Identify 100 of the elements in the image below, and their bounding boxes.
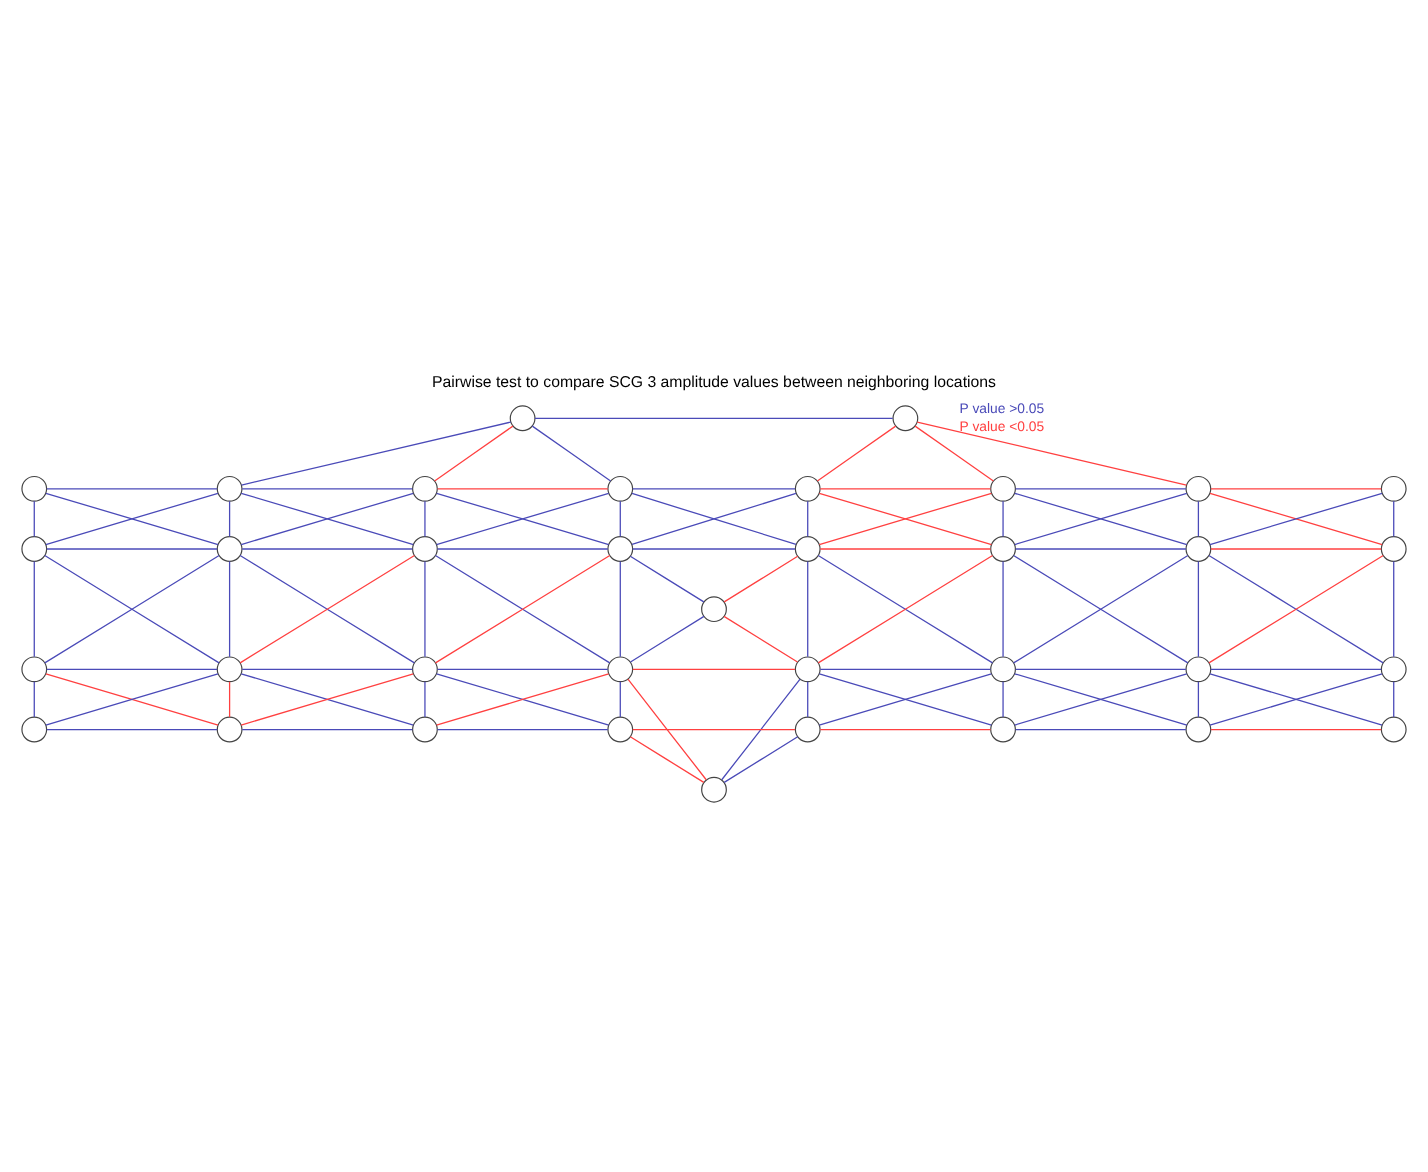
connector — [819, 548, 992, 550]
connector — [424, 681, 426, 718]
connector — [228, 560, 231, 658]
node-circle — [794, 475, 821, 502]
node-circle — [701, 776, 727, 803]
connector — [241, 548, 414, 550]
connector — [1002, 560, 1004, 658]
connector — [631, 492, 797, 545]
node-circle — [21, 475, 48, 502]
connector — [46, 668, 218, 670]
connector — [619, 681, 621, 718]
node-circle — [21, 716, 48, 743]
connector — [435, 673, 610, 726]
connector — [818, 492, 993, 546]
node-circle — [990, 475, 1016, 502]
connector — [1393, 560, 1395, 658]
node-circle — [216, 716, 243, 743]
connector — [816, 425, 897, 482]
node-circle — [216, 536, 243, 562]
connector — [241, 488, 414, 490]
connector — [1015, 728, 1187, 731]
node-circle — [216, 656, 243, 683]
connector — [228, 681, 231, 718]
connector — [1014, 673, 1188, 726]
node-circle — [607, 656, 634, 683]
connector — [434, 425, 514, 482]
connector — [723, 615, 799, 663]
connector — [819, 668, 992, 670]
connector — [819, 488, 992, 490]
node-circle — [412, 656, 438, 683]
connector — [1210, 668, 1382, 670]
node-circle — [216, 475, 243, 502]
connector — [46, 728, 218, 731]
node-circle — [412, 475, 438, 502]
connector — [1209, 492, 1383, 546]
connector — [619, 500, 621, 538]
node-circle — [1380, 656, 1407, 683]
connector — [1012, 554, 1189, 664]
node-circle — [412, 536, 438, 562]
connector — [1393, 500, 1395, 538]
connector — [632, 728, 796, 731]
connector — [1015, 668, 1187, 670]
connector — [1002, 500, 1004, 538]
node-circle — [1380, 536, 1407, 562]
connector — [240, 421, 512, 486]
node-circle — [990, 716, 1016, 743]
connector — [1015, 488, 1187, 490]
connector — [435, 492, 610, 546]
node-circle — [509, 405, 536, 432]
connector — [916, 421, 1188, 486]
connector — [1208, 554, 1384, 664]
connector — [817, 554, 994, 664]
connector — [46, 548, 218, 550]
connector — [33, 681, 35, 718]
connector — [721, 678, 801, 781]
connector — [619, 560, 621, 658]
connector — [424, 560, 426, 658]
connector — [46, 488, 218, 490]
node-circle — [1380, 716, 1407, 743]
node-circle — [990, 656, 1016, 683]
connector — [44, 554, 220, 664]
connector — [1002, 681, 1004, 718]
connector — [1393, 681, 1395, 718]
connector — [436, 668, 609, 670]
connector — [807, 681, 809, 718]
connector — [45, 492, 219, 546]
connector — [33, 500, 35, 538]
connector — [1197, 500, 1200, 538]
node-circle — [701, 596, 727, 623]
connector — [629, 736, 705, 783]
node-circle — [1185, 475, 1212, 502]
connector — [228, 500, 231, 538]
node-circle — [794, 656, 821, 683]
node-circle — [794, 536, 821, 562]
connector — [531, 425, 612, 482]
node-circle — [1185, 716, 1212, 743]
connector — [33, 560, 35, 658]
connector — [629, 615, 705, 663]
connector — [239, 554, 416, 664]
node-circle — [892, 405, 919, 432]
node-circle — [1380, 475, 1407, 502]
connector — [434, 554, 611, 664]
connector — [723, 555, 799, 603]
connector — [241, 668, 414, 670]
connector — [1210, 548, 1382, 550]
connector — [1210, 728, 1382, 731]
connector — [1014, 492, 1188, 546]
connector — [629, 555, 705, 603]
connector — [632, 668, 796, 670]
connector — [1197, 560, 1200, 658]
node-circle — [21, 656, 48, 683]
connector — [632, 548, 796, 550]
diagram-title: Pairwise test to compare SCG 3 amplitude values between neighboring locations — [432, 372, 996, 391]
node-circle — [1185, 536, 1212, 562]
connector — [632, 488, 796, 490]
connector — [1197, 681, 1200, 718]
connector — [914, 425, 994, 482]
node-circle — [990, 536, 1016, 562]
connector — [627, 678, 707, 781]
node-circle — [21, 536, 48, 562]
